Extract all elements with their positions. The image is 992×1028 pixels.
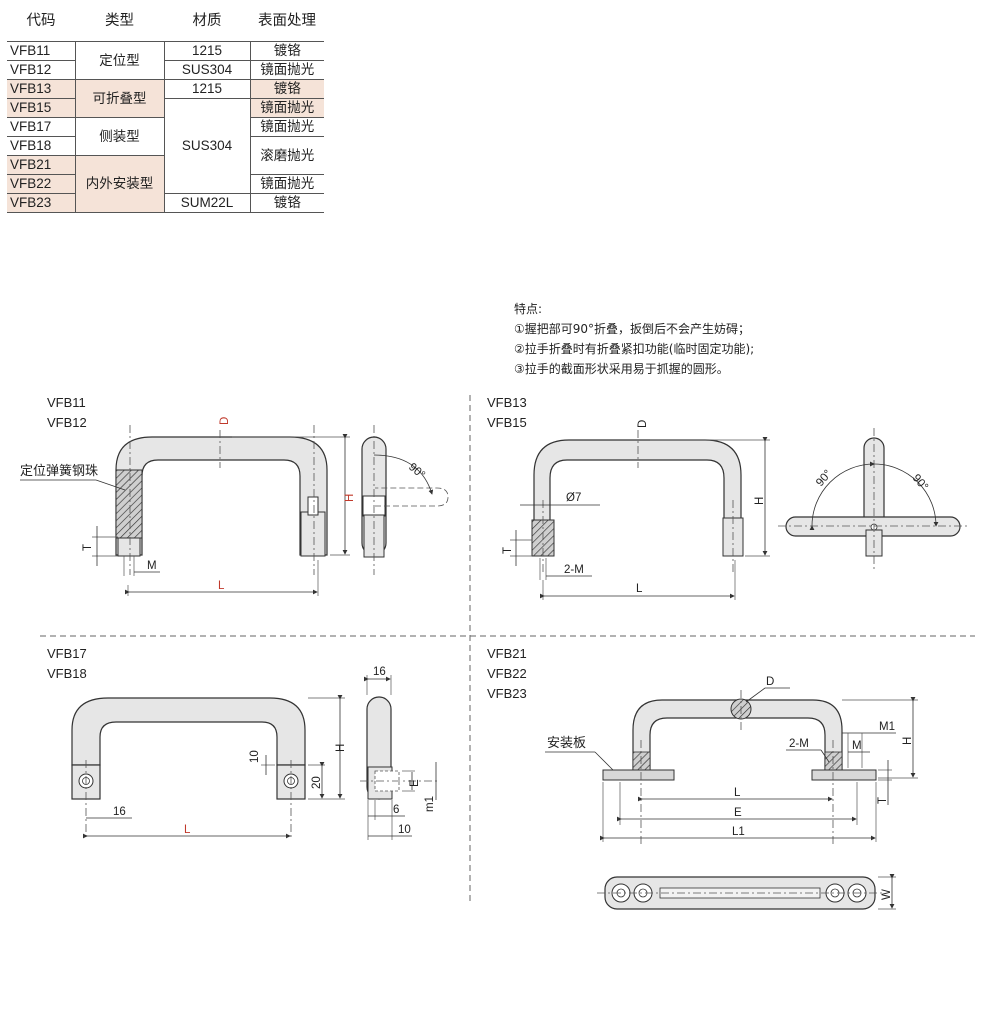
dim-label: 20 <box>311 776 323 789</box>
drawing-vfb17: VFB17 VFB18 H 10 20 16 L 16 <box>47 646 440 840</box>
model-code: VFB15 <box>487 415 527 430</box>
dim-label: L <box>184 824 191 836</box>
model-code: VFB22 <box>487 666 527 681</box>
finish-cell: 镀铬 <box>249 193 324 213</box>
dim-label: W <box>881 889 893 900</box>
cross-section <box>115 469 143 539</box>
feature-item: ①握把部可90°折叠，扳倒后不会产生妨碍； <box>514 322 751 336</box>
feature-item: ③拉手的截面形状采用易于抓握的圆形。 <box>514 362 729 376</box>
finish-cell: 镜面抛光 <box>249 60 324 80</box>
code-cell: VFB23 <box>7 193 76 213</box>
dim-label: E <box>409 779 421 787</box>
type-cell: 可折叠型 <box>74 79 165 118</box>
table-row: VFB11 定位型 1215 镀铬 <box>7 41 324 80</box>
model-code: VFB21 <box>487 646 527 661</box>
table-row: VFB23 SUM22L 镀铬 <box>7 193 324 213</box>
dim-label: H <box>902 737 914 745</box>
header-code: 代码 <box>7 0 75 42</box>
mounting-plate <box>811 769 877 781</box>
drawing-vfb13: VFB13 VFB15 D H Ø7 T 2-M L 9 <box>487 395 968 600</box>
dim-label: M <box>147 560 157 572</box>
header-finish: 表面处理 <box>250 0 324 42</box>
callout-label: 定位弹簧钢珠 <box>20 463 98 478</box>
dim-label: E <box>734 807 742 819</box>
dim-label: H <box>344 494 356 502</box>
type-cell: 侧装型 <box>74 117 165 156</box>
dim-label: T <box>82 544 94 551</box>
dim-label: T <box>502 547 514 554</box>
dim-label: T <box>877 797 889 804</box>
code-cell: VFB17 <box>7 117 76 137</box>
material-cell: SUS304 <box>163 98 251 194</box>
model-code: VFB13 <box>487 395 527 410</box>
table-row: VFB17 侧装型 镜面抛光 <box>7 117 324 156</box>
feature-item: ②拉手折叠时有折叠紧扣功能(临时固定功能); <box>514 342 755 356</box>
model-code: VFB18 <box>47 666 87 681</box>
finish-cell: 镜面抛光 <box>249 98 324 118</box>
table-row: VFB15 SUS304 镜面抛光 <box>7 98 324 194</box>
model-code: VFB17 <box>47 646 87 661</box>
features-title: 特点: <box>514 302 543 316</box>
dim-label: 10 <box>249 750 261 763</box>
dim-label: 16 <box>113 806 126 818</box>
dim-label: M <box>852 740 862 752</box>
dim-label: 90° <box>814 468 834 489</box>
spec-table: 代码 类型 材质 表面处理 VFB11 定位型 1215 镀铬 VFB12 SU… <box>7 0 324 213</box>
model-code: VFB23 <box>487 686 527 701</box>
type-cell: 定位型 <box>74 41 165 80</box>
features-block: 特点: ①握把部可90°折叠，扳倒后不会产生妨碍； ②拉手折叠时有折叠紧扣功能(… <box>514 299 754 379</box>
dim-label: D <box>637 420 649 428</box>
dim-label: M1 <box>879 721 895 733</box>
dim-label: L <box>218 580 225 592</box>
code-cell: VFB15 <box>7 98 76 118</box>
code-cell: VFB22 <box>7 174 76 194</box>
dim-label: D <box>766 676 774 688</box>
dim-label: L <box>734 787 741 799</box>
code-cell: VFB13 <box>7 79 76 99</box>
table-row: VFB18 滚磨抛光 <box>7 136 324 175</box>
dim-label: L <box>636 583 643 595</box>
table-row: VFB12 SUS304 镜面抛光 <box>7 60 324 80</box>
finish-cell: 镜面抛光 <box>249 117 324 137</box>
dim-label: 2-M <box>564 564 584 576</box>
mounting-plate <box>602 769 675 781</box>
dim-label: H <box>335 744 347 752</box>
dim-label: L1 <box>732 826 745 838</box>
finish-cell: 镀铬 <box>249 41 324 61</box>
dim-label: 16 <box>373 666 386 678</box>
code-cell: VFB11 <box>7 41 76 61</box>
dim-label: 6 <box>393 804 399 816</box>
model-code: VFB12 <box>47 415 87 430</box>
dim-label: D <box>219 417 231 425</box>
dim-label: 90° <box>406 461 427 481</box>
dim-label: 2-M <box>789 738 809 750</box>
dim-label: 90° <box>910 472 930 493</box>
drawing-vfb21: VFB21 VFB22 VFB23 D H M1 M 2-M 安装板 T <box>487 646 918 910</box>
drawing-vfb11: VFB11 VFB12 D H L T M 定位弹簧钢珠 <box>20 395 449 596</box>
callout-label: 安装板 <box>547 735 586 750</box>
type-cell: 内外安装型 <box>74 155 164 213</box>
model-code: VFB11 <box>47 395 86 410</box>
material-cell: SUS304 <box>163 60 251 80</box>
dim-label: Ø7 <box>566 492 581 504</box>
dim-label: m1 <box>424 796 436 812</box>
dim-label: H <box>754 497 766 505</box>
dim-label: 10 <box>398 824 411 836</box>
